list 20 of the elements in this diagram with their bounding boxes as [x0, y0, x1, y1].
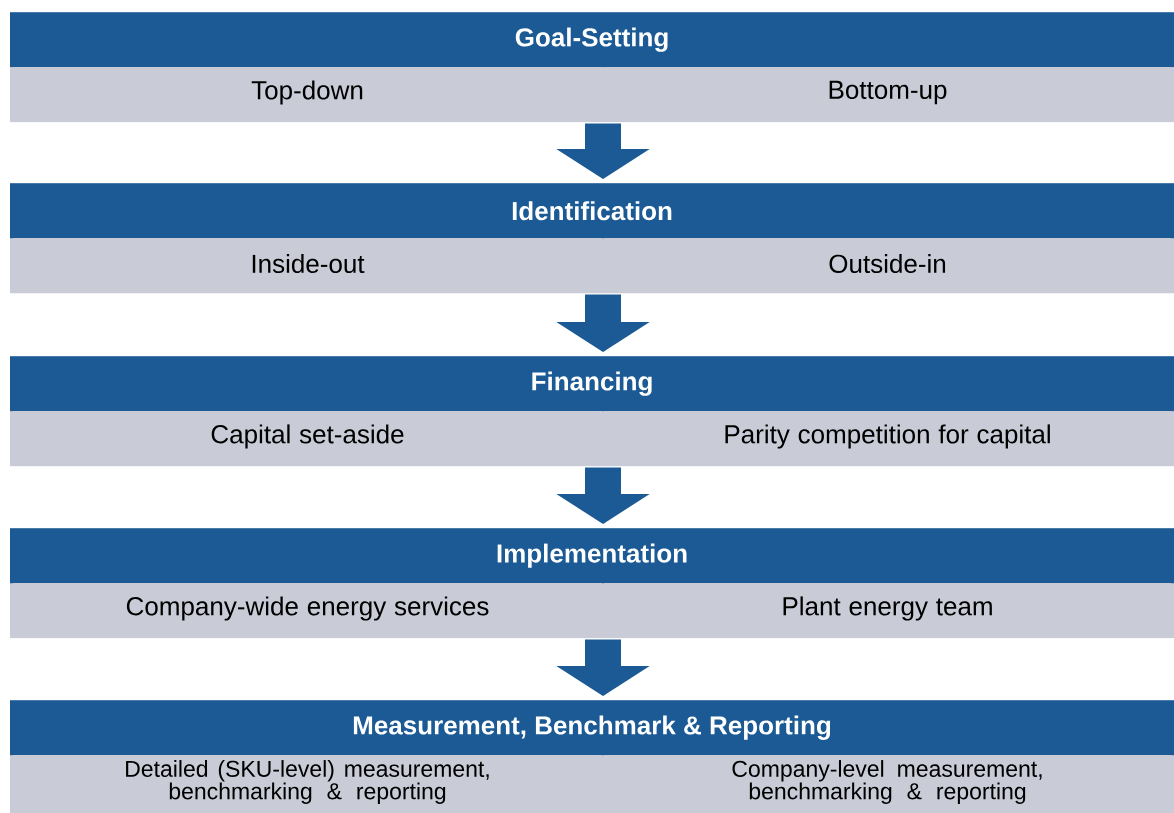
node-label: Inside-out [252, 253, 365, 274]
node-label: Plant energy team [783, 596, 992, 621]
node-label: Capital set-aside [211, 424, 404, 449]
cell: Inside-out [13, 238, 602, 289]
node-label: Top-down [251, 80, 363, 105]
cell: Plant energy team [604, 583, 1171, 634]
cell: Parity competition for capital [604, 411, 1171, 462]
cell: Company-wide energy services [13, 583, 602, 634]
node-label: Company-level measurement, benchmarking & reporting [732, 760, 1042, 804]
cell: Capital set-aside [13, 411, 602, 462]
node-label: Outside-in [829, 253, 946, 274]
cell: Top-down [13, 67, 602, 118]
cell: Detailed (SKU-level) measurement, benchmarking & reporting [13, 755, 602, 809]
cell: Bottom-up [604, 67, 1171, 118]
cell: Outside-in [604, 238, 1171, 289]
node-label: Parity competition for capital [725, 424, 1050, 449]
node-label: Company-wide energy services [126, 596, 489, 621]
node-label: Detailed (SKU-level) measurement, benchmarking & reporting [126, 760, 489, 804]
node-label: Bottom-up [829, 80, 947, 105]
cell: Company-level measurement, benchmarking & reporting [604, 755, 1171, 809]
